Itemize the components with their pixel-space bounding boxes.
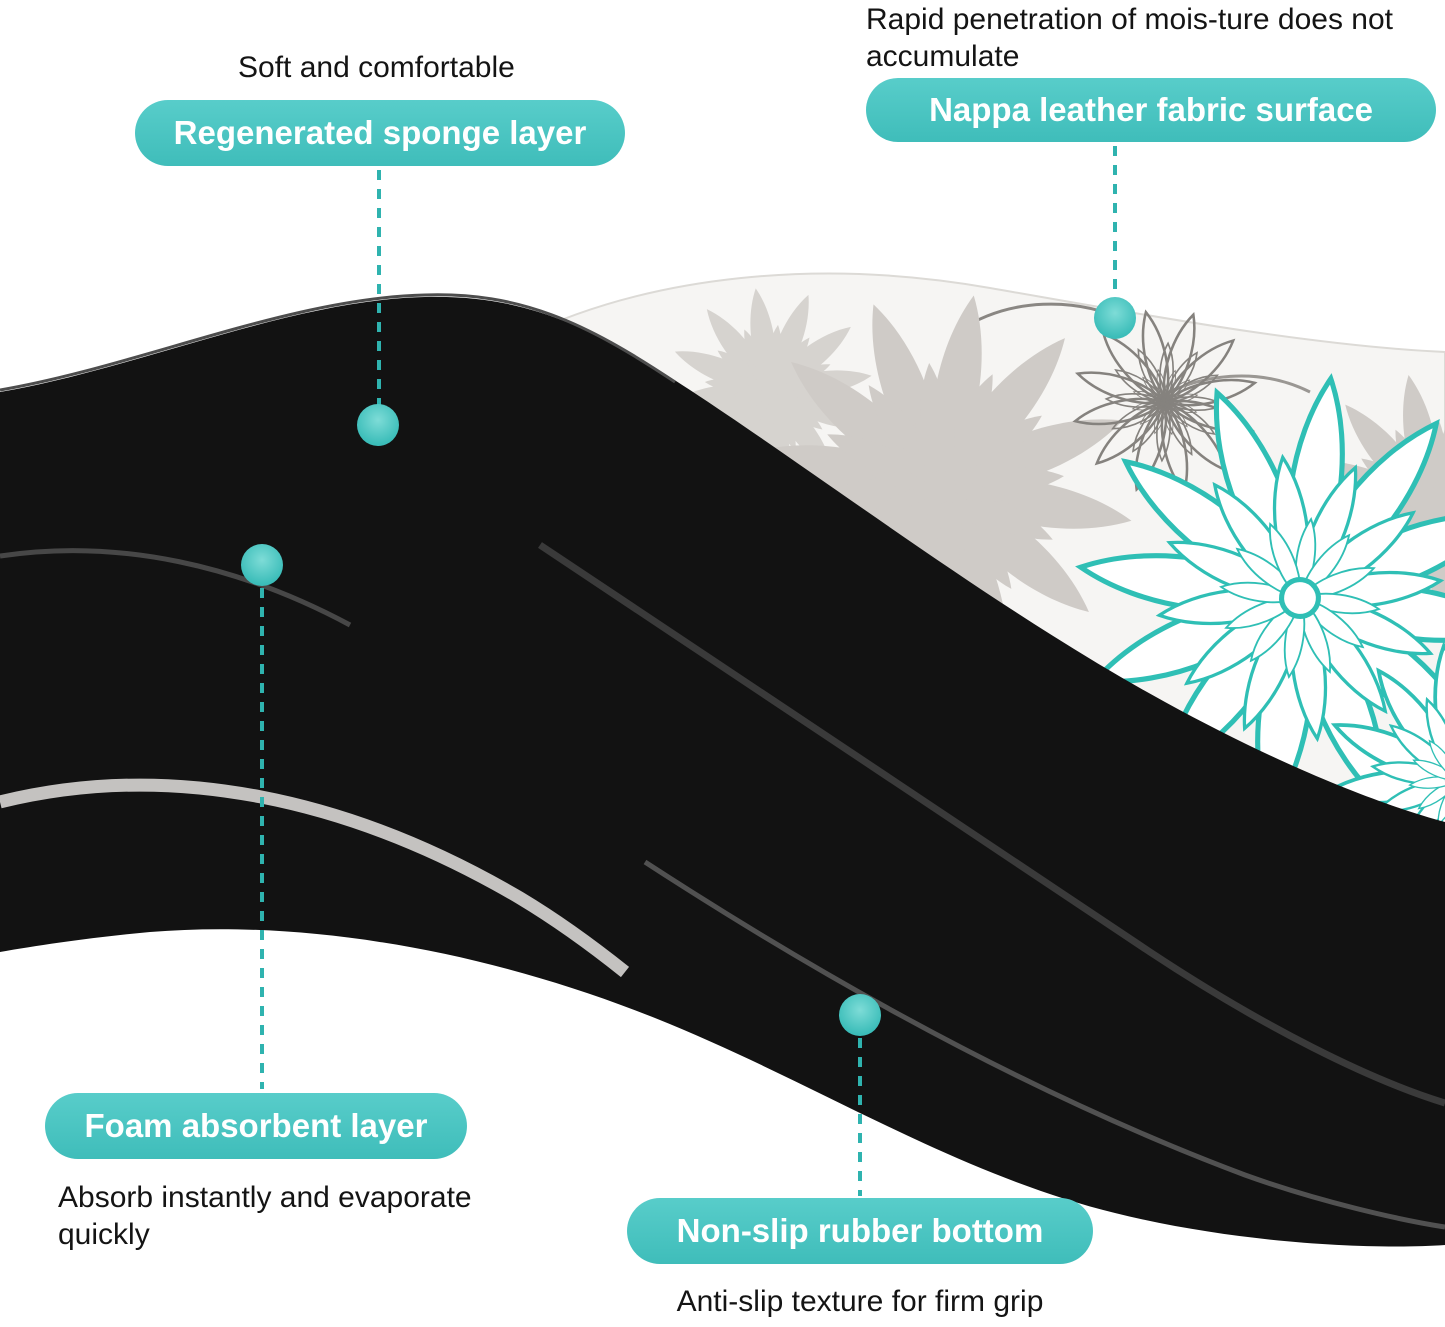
- foam-rubber-seam-arc: [0, 778, 630, 978]
- sponge-marker-dot: [357, 404, 399, 446]
- crest-highlight: [0, 293, 676, 392]
- surface-marker-dot: [1094, 297, 1136, 339]
- surface-note: Rapid penetration of mois-ture does not …: [866, 3, 1393, 73]
- sponge-foam-seam-left: [0, 548, 352, 628]
- rubber-note: Anti-slip texture for firm grip: [676, 1285, 1044, 1318]
- mat-black-layers: [0, 296, 1445, 1247]
- surface-label-pill: Nappa leather fabric surface: [866, 78, 1436, 142]
- foam-leader-line: [260, 588, 264, 1089]
- sponge-leader-line: [377, 170, 381, 406]
- surface-leader-line: [1113, 146, 1117, 299]
- rubber-marker-dot: [839, 994, 881, 1036]
- rubber-top-seam-right: [643, 859, 1445, 1230]
- rubber-label-pill: Non-slip rubber bottom: [627, 1198, 1093, 1264]
- foam-label-pill: Foam absorbent layer: [45, 1093, 467, 1159]
- sponge-foam-seam-diagonal: [538, 542, 1445, 1107]
- rubber-leader-line: [858, 1038, 862, 1196]
- sponge-label-pill: Regenerated sponge layer: [135, 100, 625, 166]
- foam-marker-dot: [241, 544, 283, 586]
- sponge-note: Soft and comfortable: [238, 51, 515, 84]
- foam-note: Absorb instantly and evaporate quickly: [58, 1181, 472, 1251]
